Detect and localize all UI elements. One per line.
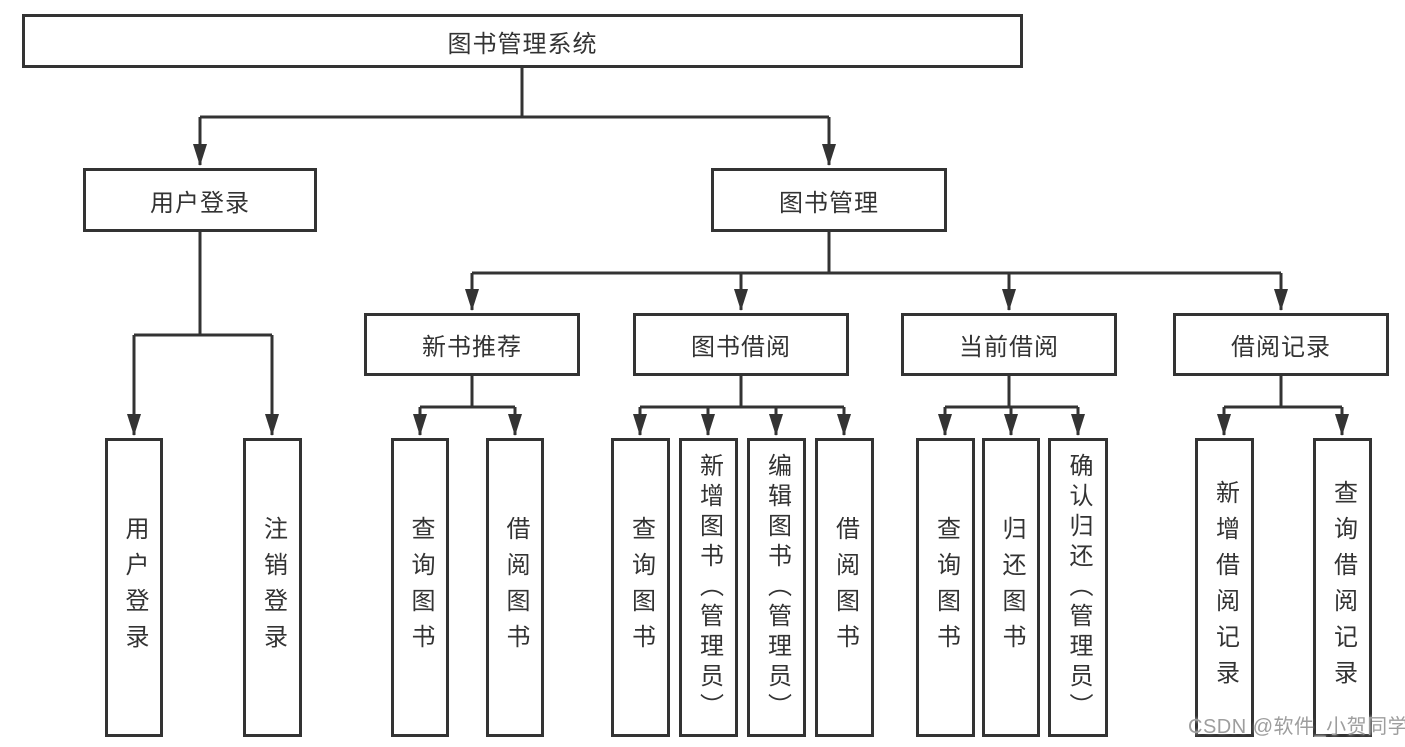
leaf-label: 新增借阅记录 — [1211, 479, 1239, 696]
leaf-label: 确认归还（管理员） — [1065, 452, 1092, 723]
connector-bus-lines — [134, 68, 1342, 409]
node-label: 图书管理系统 — [447, 30, 598, 58]
node-label: 当前借阅 — [959, 334, 1059, 361]
node-book-management: 图书管理 — [711, 168, 947, 232]
leaf-newrec-borrow-book: 借阅图书 — [486, 438, 544, 737]
leaf-label: 查询图书 — [932, 515, 960, 660]
node-label: 用户登录 — [150, 189, 250, 217]
leaf-records-add-record: 新增借阅记录 — [1195, 438, 1254, 737]
node-book-borrow: 图书借阅 — [633, 313, 849, 376]
node-label: 图书管理 — [779, 189, 879, 217]
leaf-newrec-query-book: 查询图书 — [391, 438, 449, 737]
leaf-current-query-book: 查询图书 — [916, 438, 975, 737]
watermark: CSDN @软件_小贺同学 — [1188, 716, 1405, 738]
node-new-book-recommend: 新书推荐 — [364, 313, 580, 376]
leaf-label: 新增图书（管理员） — [695, 452, 723, 723]
node-user-login: 用户登录 — [83, 168, 317, 232]
node-label: 新书推荐 — [422, 334, 522, 361]
leaf-logout: 注销登录 — [243, 438, 302, 737]
leaf-label: 查询图书 — [407, 515, 434, 660]
leaf-label: 编辑图书（管理员） — [763, 452, 791, 723]
leaf-label: 查询图书 — [627, 515, 655, 660]
node-label: 借阅记录 — [1231, 334, 1331, 361]
leaf-label: 归还图书 — [998, 515, 1025, 660]
node-root-library-system: 图书管理系统 — [22, 14, 1023, 68]
leaf-label: 借阅图书 — [502, 515, 529, 660]
leaf-user-login: 用户登录 — [105, 438, 163, 737]
leaf-records-query-record: 查询借阅记录 — [1313, 438, 1372, 737]
node-label: 图书借阅 — [691, 334, 791, 361]
leaf-borrow-add-book-admin: 新增图书（管理员） — [679, 438, 738, 737]
leaf-label: 借阅图书 — [831, 515, 859, 660]
leaf-borrow-edit-book-admin: 编辑图书（管理员） — [747, 438, 806, 737]
leaf-label: 注销登录 — [259, 515, 287, 660]
connector-arrows — [127, 117, 1349, 436]
leaf-borrow-borrow-book: 借阅图书 — [815, 438, 874, 737]
leaf-label: 用户登录 — [121, 515, 148, 660]
leaf-current-return-book: 归还图书 — [982, 438, 1040, 737]
leaf-label: 查询借阅记录 — [1329, 479, 1357, 696]
node-current-borrow: 当前借阅 — [901, 313, 1117, 376]
leaf-borrow-query-book: 查询图书 — [611, 438, 670, 737]
leaf-current-confirm-return-admin: 确认归还（管理员） — [1048, 438, 1108, 737]
node-borrow-records: 借阅记录 — [1173, 313, 1389, 376]
